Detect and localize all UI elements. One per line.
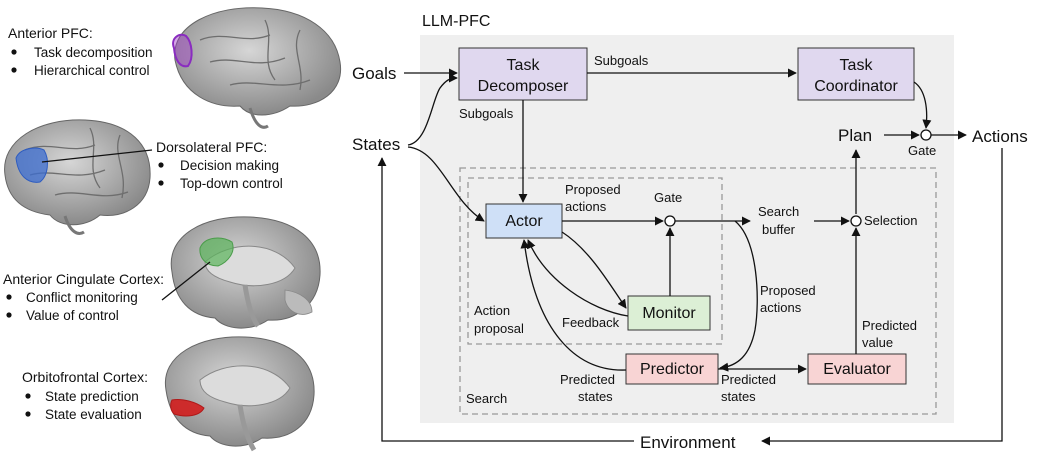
brain-image-anterior-cingulate (170, 216, 321, 329)
search-buffer-label: Search (758, 204, 799, 219)
predictor-module: Predictor (625, 353, 719, 385)
actions-label: Actions (972, 127, 1028, 146)
proposed-actions-label: Proposed (565, 182, 621, 197)
brain-image-orbitofrontal (164, 336, 315, 452)
action-proposal-label: proposal (474, 321, 524, 336)
region-title: Anterior PFC: (8, 25, 93, 41)
region-title: Orbitofrontal Cortex: (22, 369, 148, 385)
region-item: Value of control (26, 308, 119, 323)
region-anterior-cingulate: Anterior Cingulate Cortex: Conflict moni… (3, 261, 211, 323)
region-orbitofrontal: Orbitofrontal Cortex: State prediction S… (22, 369, 148, 422)
predicted-value-label: value (862, 335, 893, 350)
monitor-module: Monitor (627, 295, 711, 331)
svg-text:Coordinator: Coordinator (814, 78, 898, 95)
region-title: Dorsolateral PFC: (156, 139, 267, 155)
subgoals-label: Subgoals (459, 106, 514, 121)
final-gate (920, 129, 932, 141)
task-coordinator-module: Task Coordinator (797, 47, 915, 101)
predicted-states-label: Predicted (560, 372, 615, 387)
inner-gate (664, 215, 676, 227)
evaluator-module: Evaluator (807, 353, 907, 385)
region-item: Conflict monitoring (26, 290, 138, 305)
gate-label: Gate (908, 143, 936, 158)
goals-label: Goals (352, 64, 396, 83)
svg-text:Decomposer: Decomposer (478, 78, 569, 95)
predicted-states-label: states (721, 389, 756, 404)
gate-label: Gate (654, 190, 682, 205)
task-decomposer-module: Task Decomposer (458, 47, 588, 101)
proposed-actions-label: actions (565, 199, 607, 214)
search-label: Search (466, 391, 507, 406)
svg-text:Task: Task (840, 57, 874, 74)
region-item: Decision making (180, 158, 279, 173)
region-item: Hierarchical control (34, 63, 150, 78)
predicted-states-label: states (578, 389, 613, 404)
brain-image-anterior-pfc (172, 7, 342, 129)
predicted-value-label: Predicted (862, 318, 917, 333)
svg-text:Actor: Actor (505, 213, 543, 230)
predicted-states-label: Predicted (721, 372, 776, 387)
pointer-line (41, 149, 153, 163)
feedback-label: Feedback (562, 315, 620, 330)
region-title: Anterior Cingulate Cortex: (3, 271, 164, 287)
region-item: State evaluation (45, 407, 142, 422)
selection-label: Selection (864, 213, 917, 228)
region-item: Top-down control (180, 176, 283, 191)
environment-label: Environment (640, 433, 736, 452)
search-buffer-label: buffer (762, 222, 796, 237)
svg-text:Predictor: Predictor (640, 361, 705, 378)
region-item: Task decomposition (34, 45, 153, 60)
subgoals-label: Subgoals (594, 53, 649, 68)
selection-node (850, 215, 862, 227)
states-label: States (352, 135, 400, 154)
svg-text:Monitor: Monitor (642, 305, 696, 322)
actor-module: Actor (485, 203, 563, 239)
pointer-line (161, 261, 211, 301)
svg-text:Task: Task (507, 57, 541, 74)
region-dorsolateral-pfc: Dorsolateral PFC: Decision making Top-do… (41, 139, 283, 191)
search-region (459, 167, 937, 415)
proposed-actions-label: actions (760, 300, 802, 315)
flow-arrows (377, 68, 1003, 446)
region-anterior-pfc: Anterior PFC: Task decomposition Hierarc… (8, 25, 153, 78)
svg-text:Evaluator: Evaluator (823, 361, 891, 378)
action-proposal-label: Action (474, 303, 510, 318)
region-item: State prediction (45, 389, 139, 404)
proposed-actions-label: Proposed (760, 283, 816, 298)
architecture-title: LLM-PFC (422, 13, 490, 30)
brain-image-dorsolateral-pfc (4, 119, 151, 235)
plan-label: Plan (838, 126, 872, 145)
